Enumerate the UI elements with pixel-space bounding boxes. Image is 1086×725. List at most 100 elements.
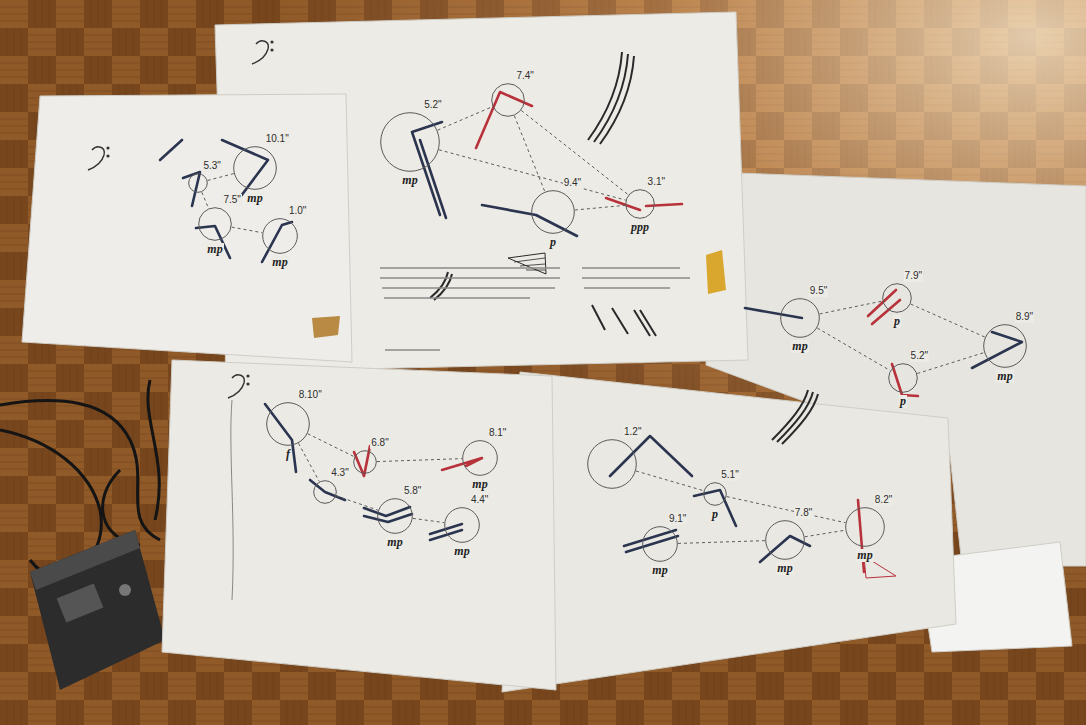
circle-outline <box>704 483 727 506</box>
circle-outline <box>643 527 678 562</box>
circle-outline <box>354 451 377 474</box>
circle-outline <box>492 84 525 117</box>
duration-label: 7.5" <box>222 194 241 206</box>
duration-label: 7.8" <box>794 507 813 519</box>
circle-outline <box>262 218 298 254</box>
dynamic-marking: mp <box>453 545 470 558</box>
score-circle: 1.0"mp <box>262 218 298 254</box>
score-circle: 1.2" <box>587 439 637 489</box>
score-circle: 5.2"p <box>888 363 918 393</box>
dynamic-marking: ppp <box>630 221 650 234</box>
score-circle: 7.8"mp <box>765 520 805 560</box>
circle-outline <box>703 482 727 506</box>
dashed-connector <box>308 434 355 457</box>
duration-label: 5.2" <box>910 350 929 362</box>
circle-outline <box>888 363 918 393</box>
circle-outline <box>532 191 575 234</box>
score-circle: 7.5"mp <box>198 207 232 241</box>
duration-label: 9.5" <box>809 285 828 297</box>
score-circle: 9.4"p <box>531 190 575 234</box>
circle-outline <box>234 147 277 190</box>
dashed-connector <box>911 304 985 337</box>
circle-outline <box>781 299 820 338</box>
dashed-connector <box>817 328 890 370</box>
circle-outline <box>377 498 413 534</box>
duration-label: 4.4" <box>470 494 489 506</box>
bass-clef <box>88 41 273 600</box>
duration-label: 5.8" <box>403 485 422 497</box>
dynamic-marking: mp <box>401 174 418 187</box>
circle-outline <box>765 520 805 560</box>
circle-outline <box>587 439 637 489</box>
dashed-connector <box>521 111 628 195</box>
tape <box>706 250 726 294</box>
dynamic-marking: mp <box>246 192 263 205</box>
duration-label: 5.3" <box>202 160 221 172</box>
duration-label: 9.1" <box>668 513 687 525</box>
circle-outline <box>491 83 525 117</box>
dashed-connector <box>336 496 378 510</box>
dashed-connector <box>208 174 234 181</box>
circle-outline <box>198 207 232 241</box>
score-circle: 8.9"mp <box>983 324 1027 368</box>
dashed-connector <box>727 497 846 523</box>
dashed-connector <box>377 459 462 462</box>
dashed-connector <box>439 150 626 200</box>
duration-label: 8.10" <box>298 389 323 401</box>
duration-label: 1.0" <box>288 205 307 217</box>
circle-outline <box>626 190 655 219</box>
score-circle: 6.8" <box>353 450 377 474</box>
duration-label: 5.1" <box>720 469 739 481</box>
score-circle: 7.9"p <box>882 283 912 313</box>
duration-label: 8.9" <box>1015 311 1034 323</box>
dynamic-marking: mp <box>471 478 488 491</box>
score-circle: 5.2"mp <box>380 112 440 172</box>
score-circle: 9.1"mp <box>642 526 678 562</box>
dashed-connector <box>438 107 493 130</box>
dashed-connector <box>413 518 444 522</box>
circle-outline <box>378 499 413 534</box>
circle-outline <box>780 298 820 338</box>
circle-outline <box>642 526 678 562</box>
circle-outline <box>267 403 310 446</box>
circle-outline <box>313 480 337 504</box>
dashed-connector <box>299 443 320 481</box>
circle-outline <box>462 440 498 476</box>
score-circle: 4.3" <box>313 480 337 504</box>
circle-outline <box>263 219 298 254</box>
circle-outline <box>625 189 655 219</box>
circle-outline <box>463 441 498 476</box>
duration-label: 7.9" <box>904 270 923 282</box>
dashed-connector <box>575 205 625 210</box>
circle-outline <box>882 283 912 313</box>
duration-label: 10.1" <box>265 133 290 145</box>
dynamic-marking: p <box>893 315 901 328</box>
circle-outline <box>531 190 575 234</box>
score-circle: 8.1"mp <box>462 440 498 476</box>
score-circle: 5.1"p <box>703 482 727 506</box>
dynamic-marking: mp <box>996 370 1013 383</box>
dashed-connector <box>805 530 846 537</box>
circle-outline <box>353 450 377 474</box>
duration-label: 7.4" <box>515 70 534 82</box>
score-circle: 5.8"mp <box>377 498 413 534</box>
score-circle: 8.10"f <box>266 402 310 446</box>
circle-outline <box>889 364 918 393</box>
dynamic-marking: mp <box>791 340 808 353</box>
circle-outline <box>588 440 637 489</box>
circle-outline <box>766 521 805 560</box>
dynamic-marking: mp <box>856 549 873 562</box>
dynamic-marking: p <box>899 395 907 408</box>
circle-outline <box>845 507 885 547</box>
notation-marks <box>430 52 896 578</box>
score-circle: 8.2"mp <box>845 507 885 547</box>
audio-device <box>30 530 165 690</box>
circle-outline <box>846 508 885 547</box>
duration-label: 3.1" <box>647 176 666 188</box>
duration-label: 4.3" <box>330 467 349 479</box>
tape <box>312 316 340 338</box>
dashed-connector <box>202 192 209 208</box>
dynamic-marking: mp <box>776 562 793 575</box>
